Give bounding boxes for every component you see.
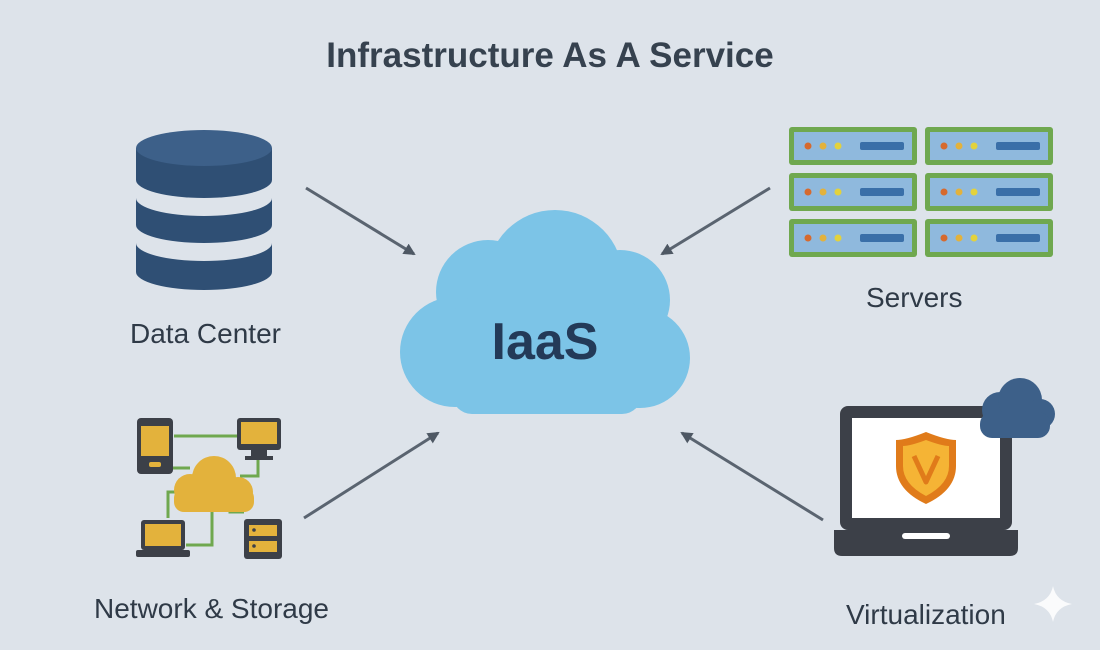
sparkle-icon	[1034, 586, 1072, 622]
network-storage-label: Network & Storage	[94, 593, 329, 624]
edge-data-center-to-iaas	[305, 186, 416, 256]
server-rack-icon	[789, 127, 1053, 257]
data-center-label: Data Center	[130, 318, 281, 349]
edge-network-storage-to-iaas	[303, 431, 440, 520]
cloud-icon	[400, 210, 690, 414]
edge-servers-to-iaas	[660, 186, 771, 256]
database-icon	[136, 130, 272, 290]
laptop-shield-icon	[834, 378, 1055, 556]
network-storage-icon	[136, 418, 282, 559]
diagram-title: Infrastructure As A Service	[326, 36, 774, 75]
edge-virtualization-to-iaas	[680, 431, 824, 522]
iaas-label: IaaS	[491, 313, 599, 371]
servers-label: Servers	[866, 282, 963, 313]
virtualization-label: Virtualization	[846, 599, 1006, 630]
